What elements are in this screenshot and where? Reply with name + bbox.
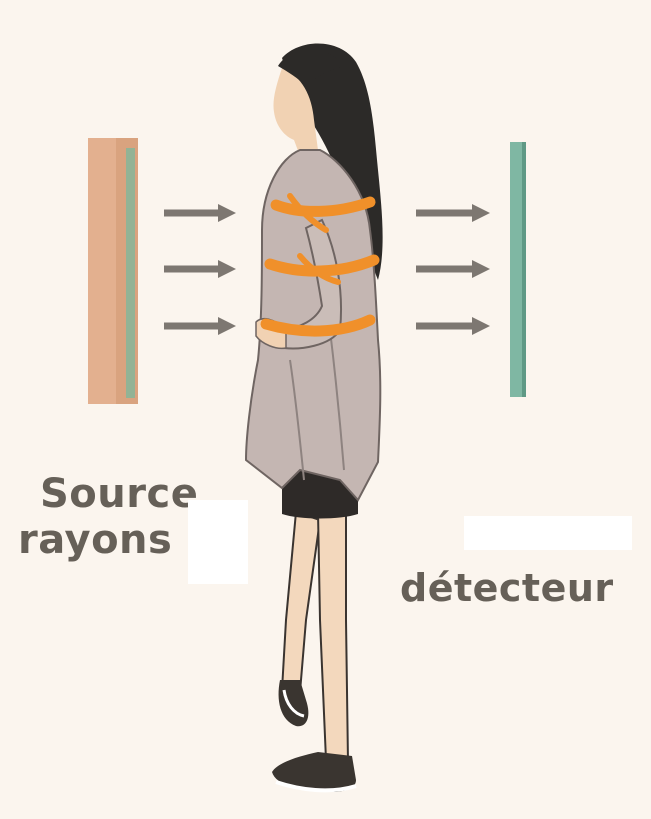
redaction-box-source	[188, 500, 248, 584]
redaction-box-detector	[464, 516, 632, 550]
incoming-ray-arrows	[164, 204, 236, 335]
source-label-line2: rayons	[18, 518, 172, 562]
ray-arrow	[416, 204, 490, 222]
detector-label-line2: détecteur	[400, 566, 614, 610]
outgoing-ray-arrows	[416, 204, 490, 335]
detector-panel	[510, 142, 526, 397]
ray-arrow	[416, 317, 490, 335]
ray-arrow	[164, 260, 236, 278]
source-label-line1: Source	[40, 472, 198, 516]
source-panel	[88, 138, 138, 404]
ray-arrow	[164, 204, 236, 222]
ray-arrow	[164, 317, 236, 335]
person-figure	[246, 43, 383, 792]
ray-arrow	[416, 260, 490, 278]
